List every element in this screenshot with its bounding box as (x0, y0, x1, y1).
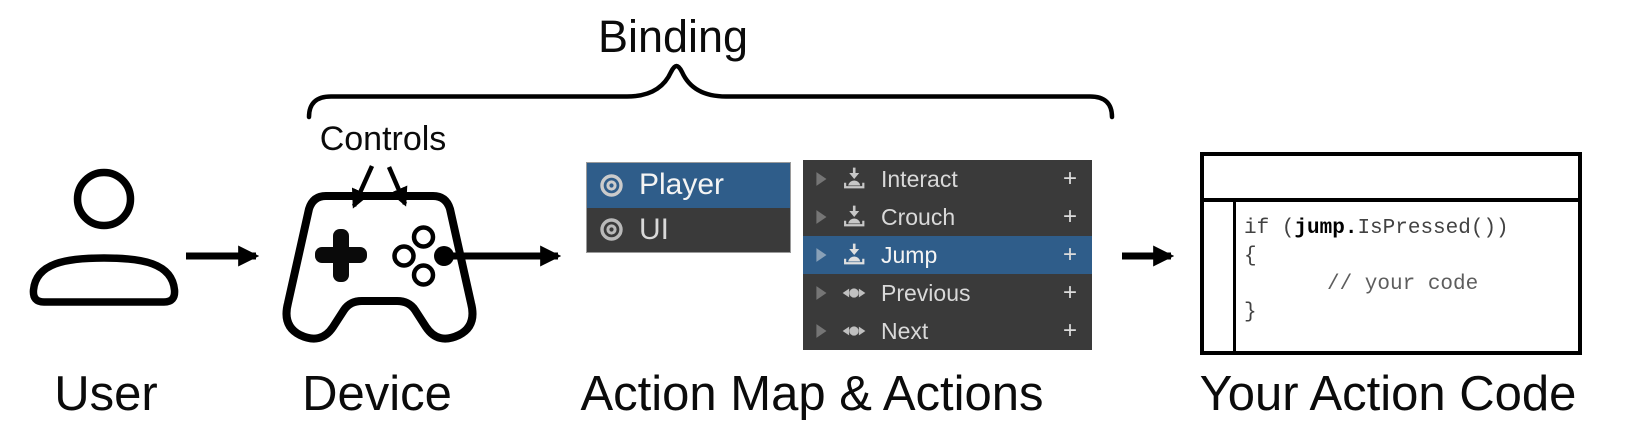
action-map-icon (600, 174, 623, 197)
code-titlebar (1204, 156, 1578, 202)
device-stage-label: Device (302, 367, 452, 421)
code-gutter (1204, 202, 1236, 351)
dpad-icon (315, 229, 367, 282)
action-map-icon (600, 218, 623, 241)
expand-triangle-icon[interactable] (810, 206, 832, 228)
add-binding-button[interactable]: + (1062, 279, 1077, 306)
binding-label: Binding (597, 11, 749, 62)
pressed-button-dot (434, 246, 454, 266)
code-jump-token: jump. (1294, 217, 1358, 240)
action-label: Interact (881, 165, 958, 192)
code-text: if (jump.IsPressed()) { // your code} (1236, 202, 1578, 351)
action-row-next[interactable]: Next + (803, 312, 1092, 350)
controls-arrow-right (386, 166, 408, 207)
action-map-item-label: Player (639, 168, 725, 202)
action-code-stage-label: Your Action Code (1199, 367, 1577, 421)
gamepad-icon (282, 192, 477, 343)
add-binding-button[interactable]: + (1062, 203, 1077, 230)
action-map-stage-label: Action Map & Actions (580, 367, 1044, 421)
binding-brace (306, 63, 1115, 120)
action-row-jump[interactable]: Jump + (803, 236, 1092, 274)
action-map-item-ui[interactable]: UI (587, 207, 790, 252)
action-label: Previous (881, 279, 971, 306)
add-binding-button[interactable]: + (1062, 317, 1077, 344)
user-stage-label: User (54, 367, 158, 421)
code-ispressed: IsPressed()) (1357, 217, 1509, 240)
code-close-brace: } (1244, 301, 1257, 324)
axis-action-icon (842, 326, 866, 336)
action-row-interact[interactable]: Interact + (803, 160, 1092, 198)
button-action-icon (844, 205, 865, 227)
action-label: Next (881, 317, 929, 344)
actions-panel: Interact + Crouch + Jump + (803, 160, 1092, 350)
code-window: if (jump.IsPressed()) { // your code} (1200, 152, 1582, 355)
expand-triangle-icon[interactable] (810, 244, 832, 266)
action-row-crouch[interactable]: Crouch + (803, 198, 1092, 236)
expand-triangle-icon[interactable] (810, 320, 832, 342)
controls-arrow-left (351, 165, 375, 209)
code-if: if ( (1244, 217, 1295, 240)
add-binding-button[interactable]: + (1062, 165, 1077, 192)
add-binding-button[interactable]: + (1062, 241, 1077, 268)
expand-triangle-icon[interactable] (810, 282, 832, 304)
action-row-previous[interactable]: Previous + (803, 274, 1092, 312)
code-open-brace: { (1244, 245, 1257, 268)
action-map-item-label: UI (639, 212, 669, 246)
face-buttons-icon (392, 225, 454, 287)
code-comment: // your code (1327, 273, 1479, 296)
controls-label: Controls (319, 120, 447, 158)
button-action-icon (844, 167, 865, 189)
action-label: Crouch (881, 203, 956, 230)
button-action-icon (844, 243, 865, 265)
user-icon (29, 168, 179, 306)
action-map-item-player[interactable]: Player (587, 163, 790, 208)
action-map-panel: Player UI (586, 162, 791, 253)
axis-action-icon (842, 288, 866, 298)
action-label: Jump (881, 241, 938, 268)
expand-triangle-icon[interactable] (810, 168, 832, 190)
